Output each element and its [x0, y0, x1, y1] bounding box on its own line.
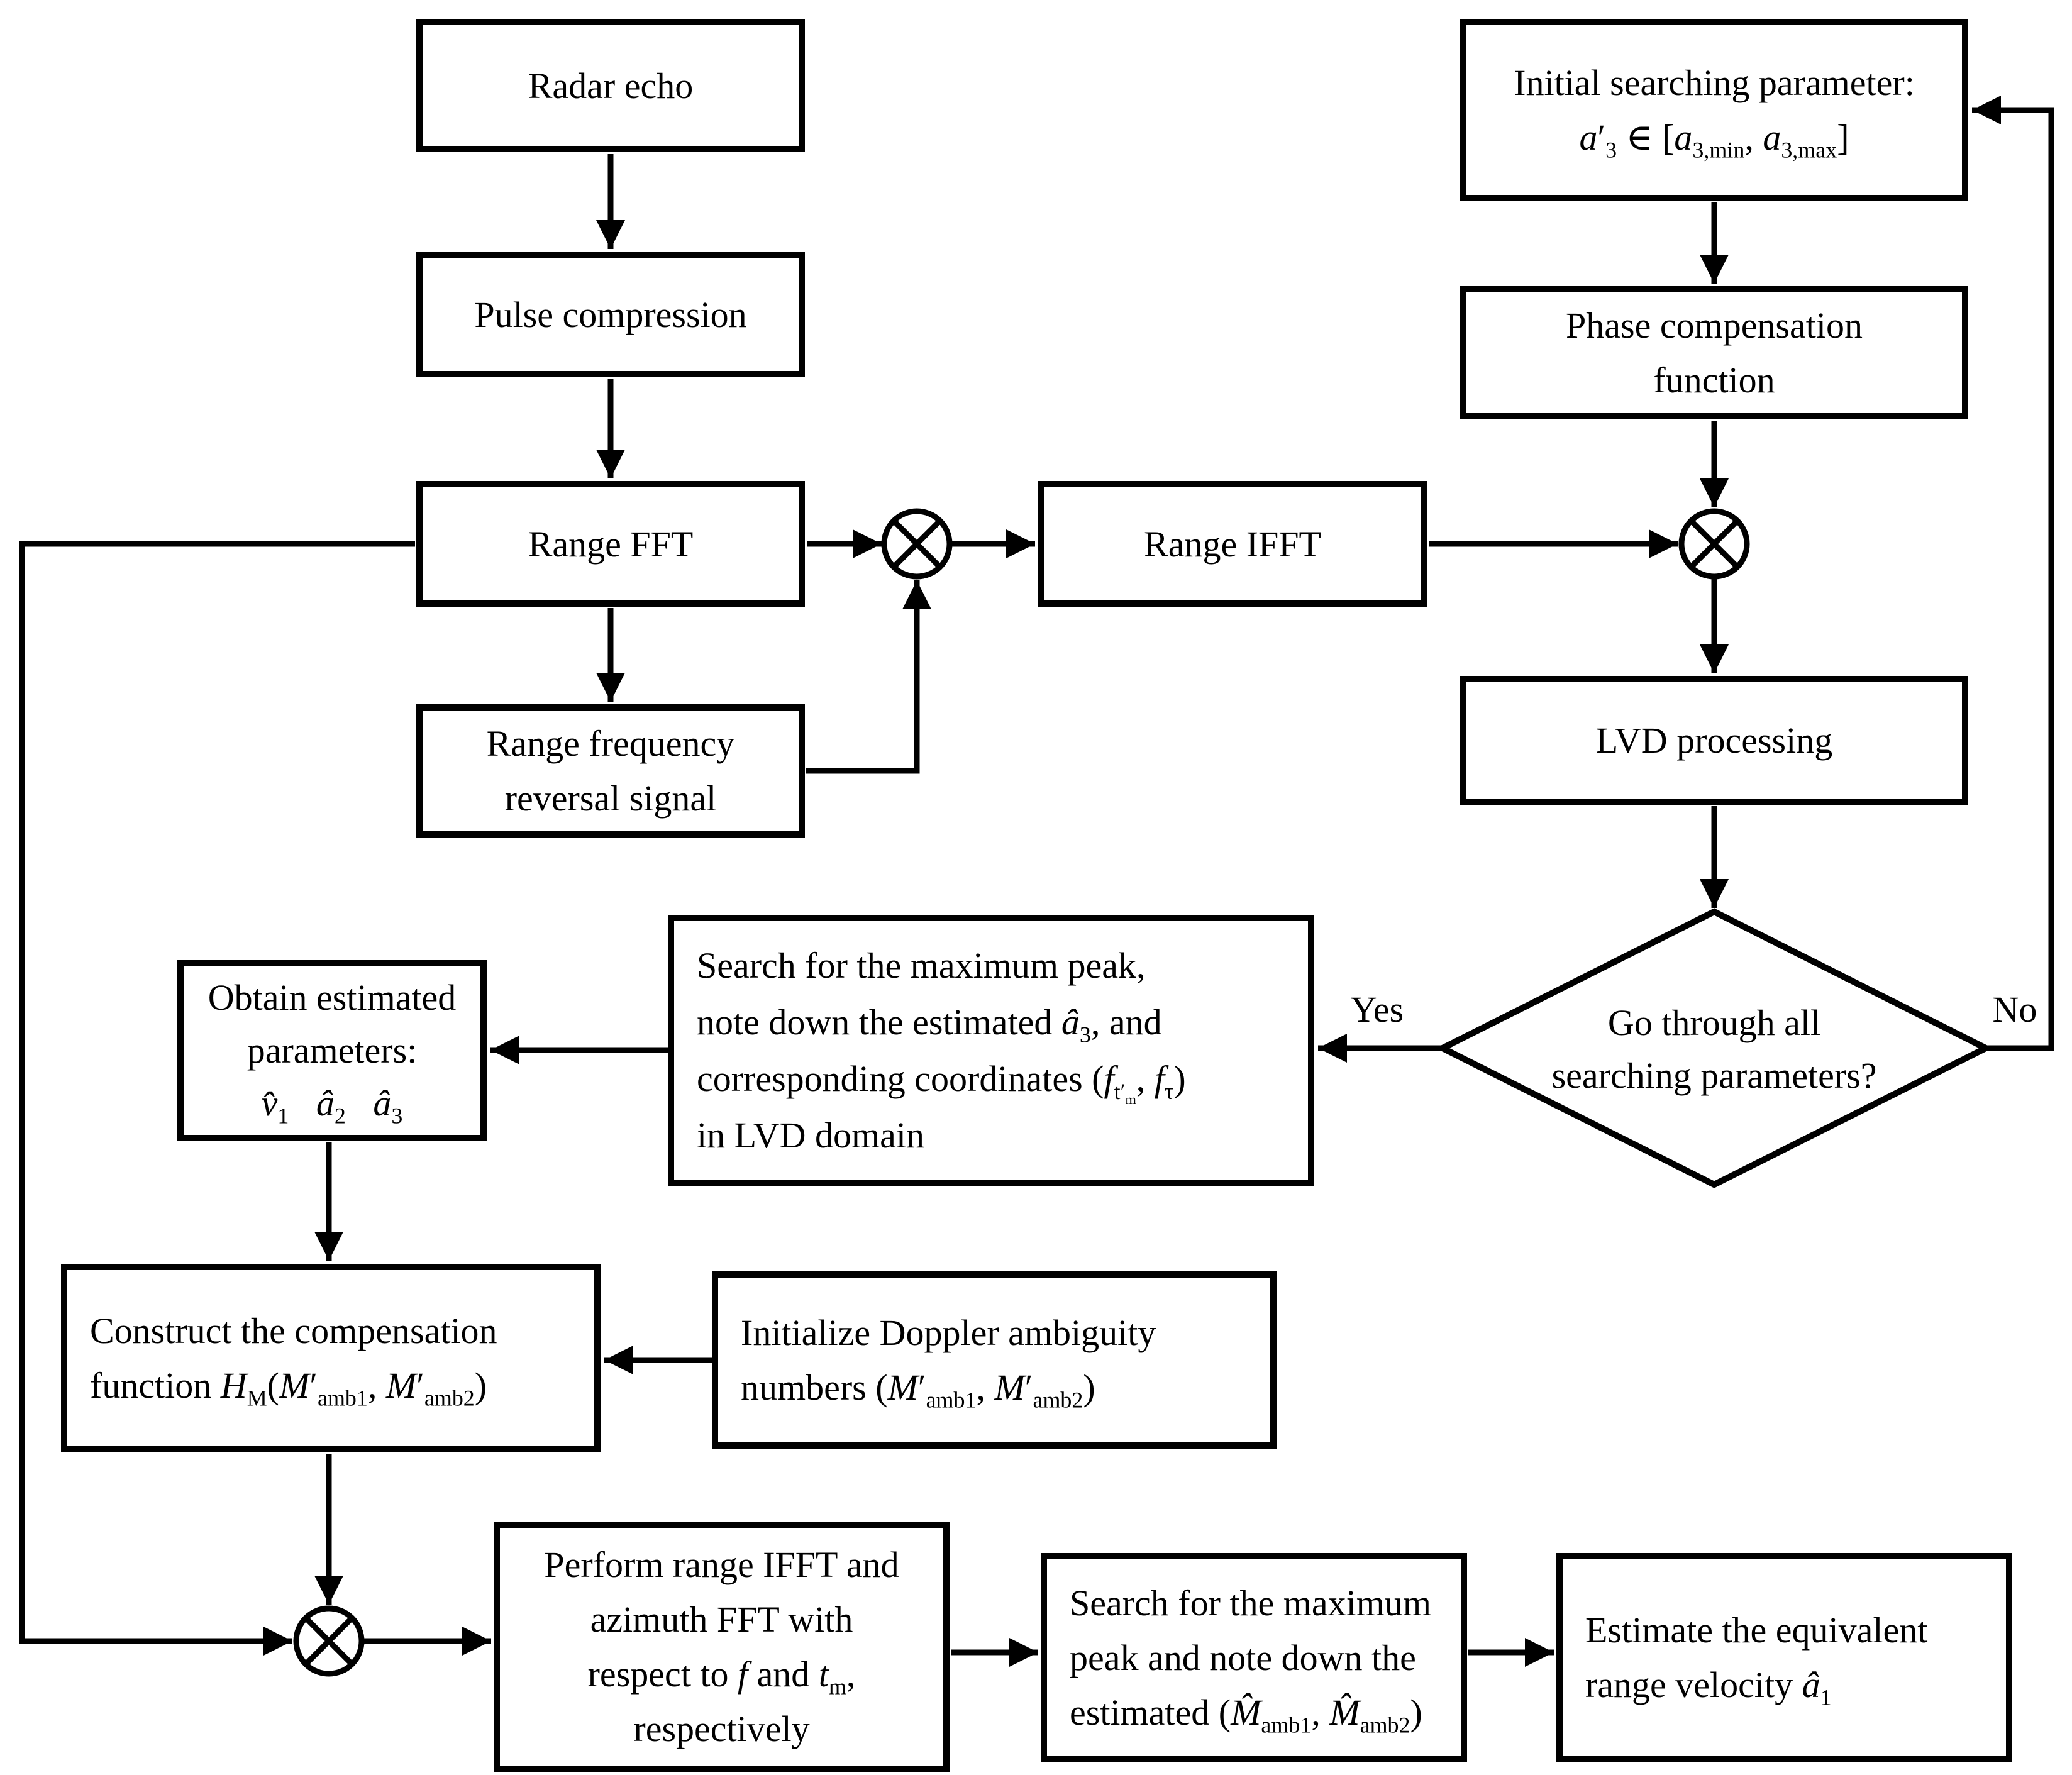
- perform-ifft-line3: respect to f and tm,: [587, 1654, 856, 1700]
- obtain-estimated-parameters-formula: v̂1 â2 â3: [261, 1083, 403, 1129]
- initial-searching-parameter-box: Initial searching parameter: a′3 ∈ [a3,m…: [1460, 19, 1968, 201]
- search-max-peak-amb-line1: Search for the maximum: [1070, 1582, 1431, 1623]
- range-frequency-reversal-line2: reversal signal: [504, 778, 717, 819]
- estimate-range-velocity-line1: Estimate the equivalent: [1585, 1610, 1928, 1651]
- range-fft-label: Range FFT: [528, 523, 694, 565]
- no-branch-label: No: [1992, 989, 2037, 1030]
- search-max-peak-amb-line2: peak and note down the: [1070, 1637, 1416, 1678]
- search-max-peak-lvd-line4: in LVD domain: [697, 1114, 924, 1156]
- multiply-icon-phase: [1678, 508, 1750, 580]
- perform-ifft-line2: azimuth FFT with: [590, 1599, 853, 1640]
- perform-ifft-line1: Perform range IFFT and: [544, 1544, 899, 1585]
- phase-compensation-box: Phase compensation function: [1460, 286, 1968, 419]
- search-max-peak-amb-line3: estimated (M̂amb1, M̂amb2): [1070, 1691, 1422, 1738]
- phase-compensation-line2: function: [1653, 360, 1775, 401]
- connector-rangefft-feedback-to-mult3: [19, 541, 415, 1656]
- construct-compensation-line2: function HM(M′amb1, M′amb2): [90, 1365, 487, 1411]
- construct-compensation-function-box: Construct the compensation function HM(M…: [61, 1264, 601, 1452]
- lvd-processing-label: LVD processing: [1595, 720, 1833, 761]
- initialize-doppler-ambiguity-box: Initialize Doppler ambiguity numbers (M′…: [712, 1271, 1277, 1449]
- initialize-doppler-line2: numbers (M′amb1, M′amb2): [741, 1367, 1095, 1413]
- connector-reversal-to-mult1: [806, 580, 931, 774]
- pulse-compression-box: Pulse compression: [416, 252, 805, 377]
- search-max-peak-lvd-box: Search for the maximum peak, note down t…: [668, 915, 1314, 1186]
- range-fft-box: Range FFT: [416, 481, 805, 607]
- multiply-icon-compensation: [293, 1605, 365, 1677]
- estimate-range-velocity-line2: range velocity â1: [1585, 1664, 1832, 1710]
- search-max-peak-ambiguity-box: Search for the maximum peak and note dow…: [1041, 1553, 1467, 1762]
- range-frequency-reversal-line1: Range frequency: [486, 723, 735, 764]
- search-max-peak-lvd-line1: Search for the maximum peak,: [697, 945, 1146, 987]
- decision-diamond: [1435, 908, 1993, 1188]
- pulse-compression-label: Pulse compression: [474, 294, 747, 335]
- radar-echo-box: Radar echo: [416, 19, 805, 152]
- search-max-peak-lvd-line2: note down the estimated â3, and: [697, 1002, 1162, 1048]
- construct-compensation-line1: Construct the compensation: [90, 1310, 497, 1351]
- phase-compensation-line1: Phase compensation: [1566, 305, 1863, 346]
- perform-range-ifft-azimuth-fft-box: Perform range IFFT and azimuth FFT with …: [494, 1522, 950, 1772]
- connector-decision-no-loop: [1972, 96, 2054, 1051]
- perform-ifft-line4: respectively: [633, 1708, 810, 1749]
- decision-label: Go through all searching parameters?: [1465, 997, 1963, 1102]
- obtain-estimated-parameters-line2: parameters:: [247, 1029, 418, 1071]
- estimate-range-velocity-box: Estimate the equivalent range velocity â…: [1556, 1553, 2012, 1762]
- decision-line1: Go through all: [1607, 1002, 1821, 1043]
- initialize-doppler-line1: Initialize Doppler ambiguity: [741, 1312, 1156, 1353]
- decision-line2: searching parameters?: [1551, 1055, 1877, 1097]
- yes-branch-label: Yes: [1350, 989, 1404, 1030]
- radar-echo-label: Radar echo: [528, 65, 694, 106]
- search-max-peak-lvd-line3: corresponding coordinates (ft′m, fτ): [697, 1058, 1186, 1107]
- lvd-processing-box: LVD processing: [1460, 676, 1968, 805]
- obtain-estimated-parameters-line1: Obtain estimated: [208, 976, 457, 1018]
- range-ifft-label: Range IFFT: [1144, 523, 1321, 565]
- range-ifft-box: Range IFFT: [1038, 481, 1427, 607]
- initial-searching-parameter-line1: Initial searching parameter:: [1514, 62, 1915, 103]
- obtain-estimated-parameters-box: Obtain estimated parameters: v̂1 â2 â3: [177, 960, 487, 1141]
- multiply-icon-range: [881, 508, 953, 580]
- initial-searching-parameter-formula: a′3 ∈ [a3,min, a3,max]: [1579, 117, 1849, 163]
- range-frequency-reversal-box: Range frequency reversal signal: [416, 704, 805, 838]
